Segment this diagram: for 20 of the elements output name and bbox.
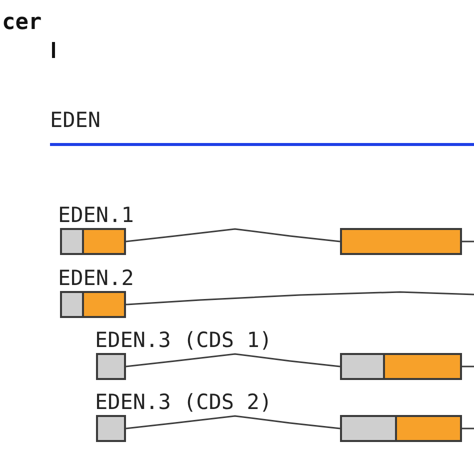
intron-line (126, 353, 340, 368)
intron-line (462, 428, 474, 430)
intron-line (126, 228, 340, 242)
transcript-label: EDEN.2 (58, 268, 134, 289)
transcript-label: EDEN.1 (58, 205, 134, 226)
exon-box (340, 228, 462, 255)
exon-box (60, 291, 126, 318)
exon-box (60, 228, 126, 255)
gene-track: EDEN (50, 110, 474, 146)
truncated-label: cer (2, 12, 42, 34)
exon-box (96, 415, 126, 442)
transcript-label: EDEN.3 (CDS 2) (95, 392, 272, 413)
intron-line (462, 366, 474, 368)
exon-box (96, 353, 126, 380)
transcript-label: EDEN.3 (CDS 1) (95, 330, 272, 351)
intron-line (126, 415, 340, 430)
intron-line (462, 240, 474, 242)
intron-line (126, 291, 474, 306)
exon-box (340, 415, 462, 442)
exon-box (340, 353, 462, 380)
